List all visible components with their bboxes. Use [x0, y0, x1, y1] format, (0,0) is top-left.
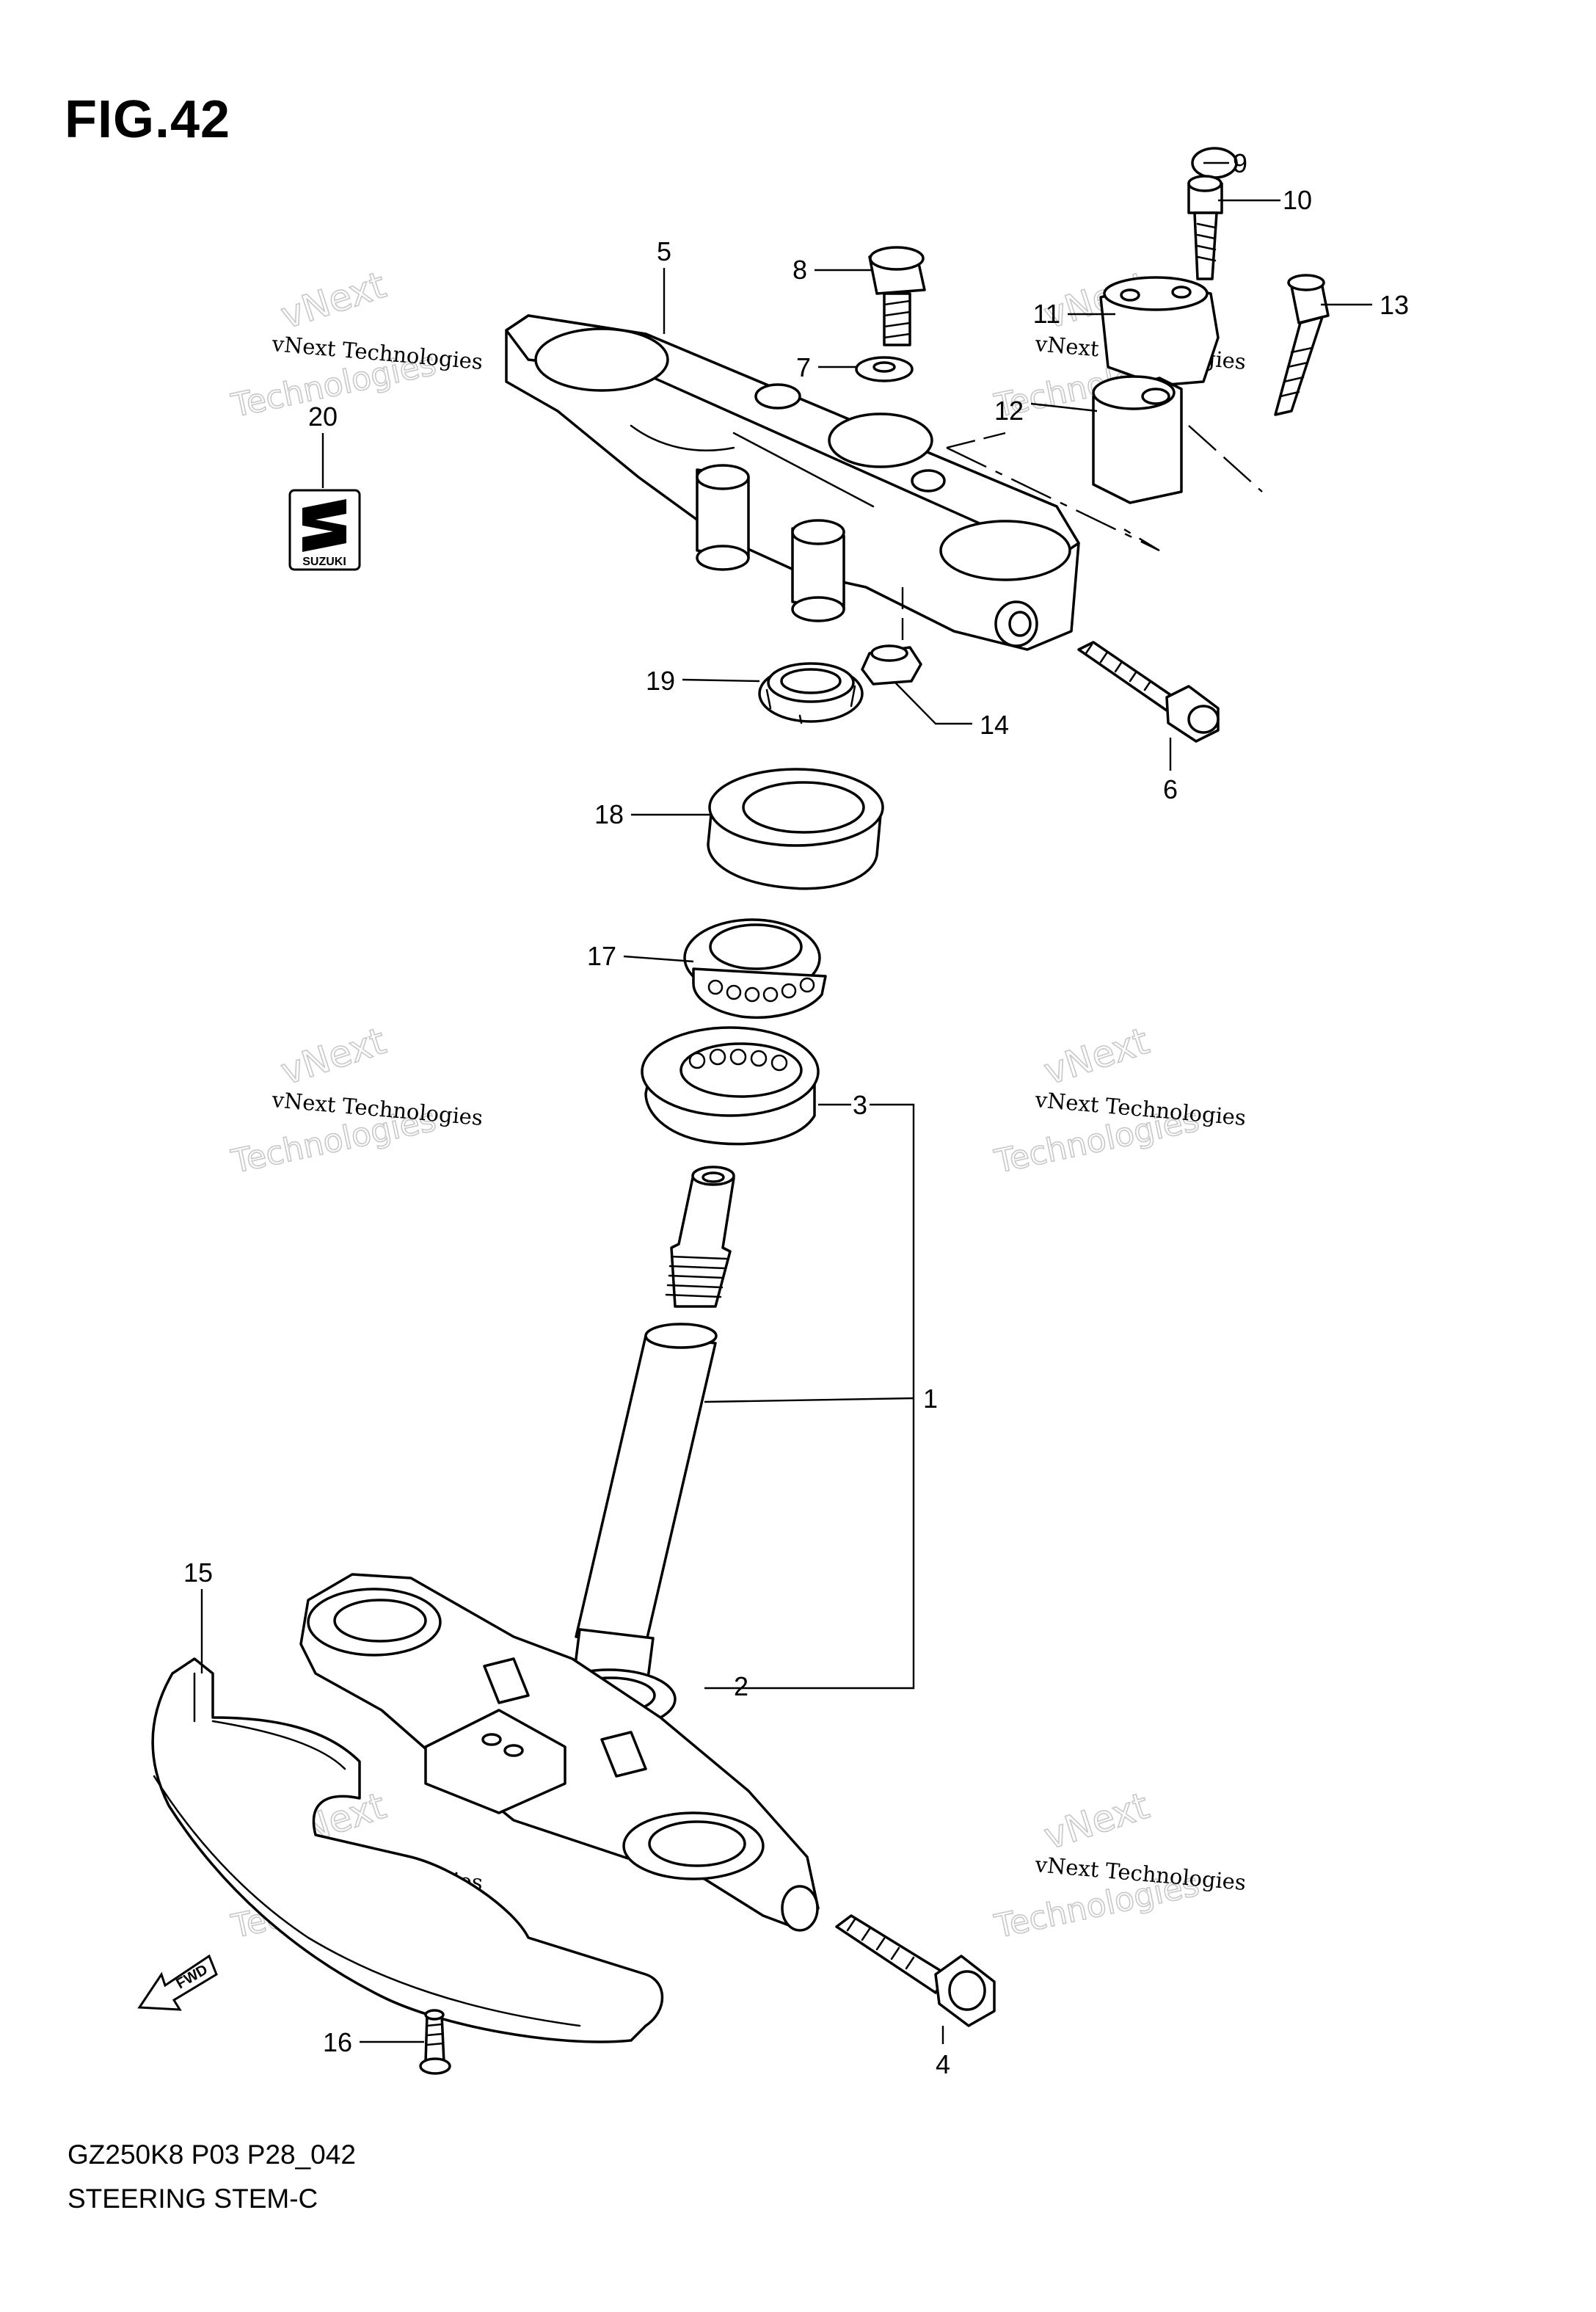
callout-2: 2 — [734, 1671, 748, 1701]
screw-16-part — [419, 2009, 451, 2075]
watermark-4: vNext Technologies vNext Technologies — [991, 1019, 1247, 1181]
callout-11: 11 — [1033, 299, 1060, 329]
holder-upper-part — [1099, 276, 1220, 387]
steering-stem-part — [571, 1166, 735, 1697]
bolt-6-part — [1077, 641, 1220, 743]
upper-bearing-part — [683, 918, 827, 1019]
callout-16: 16 — [323, 2027, 352, 2057]
bolt-10-part — [1187, 175, 1223, 280]
under-guard-part — [151, 1657, 664, 2043]
callout-15: 15 — [183, 1557, 213, 1588]
steering-nut-part — [758, 662, 864, 724]
callout-6: 6 — [1163, 774, 1178, 804]
watermark-3: vNext Technologies vNext Technologies — [227, 1019, 484, 1181]
figure-code: GZ250K8 P03 P28_042 — [68, 2140, 356, 2170]
svg-text:vNext: vNext — [276, 263, 391, 337]
callout-20: 20 — [308, 401, 338, 432]
svg-text:SUZUKI: SUZUKI — [302, 556, 346, 568]
bolt-13-part — [1274, 274, 1330, 416]
leader-lines — [200, 161, 1372, 2044]
figure-name: STEERING STEM-C — [68, 2184, 318, 2214]
callout-1: 1 — [923, 1384, 938, 1414]
callout-8: 8 — [792, 255, 807, 285]
svg-text:vNext: vNext — [276, 1019, 391, 1093]
svg-text:vNext: vNext — [1039, 1784, 1154, 1858]
callout-10: 10 — [1283, 185, 1312, 215]
callout-labels: 5 9 10 8 11 12 13 7 20 19 14 6 18 17 3 1… — [183, 148, 1409, 2079]
watermark-6: vNext Technologies vNext Technologies — [991, 1784, 1247, 1946]
callout-19: 19 — [646, 666, 675, 696]
bolt-8-part — [868, 246, 926, 346]
lower-bracket-part — [299, 1573, 820, 1932]
callout-9: 9 — [1233, 148, 1247, 178]
lower-bearing-part — [641, 1026, 820, 1146]
callout-12: 12 — [994, 396, 1024, 426]
dust-seal-part — [707, 768, 884, 890]
callout-5: 5 — [657, 236, 671, 266]
callout-18: 18 — [594, 799, 624, 829]
watermark-1: vNext Technologies vNext Technologies — [227, 263, 484, 425]
bolt-4-part — [835, 1914, 996, 2027]
figure-title: FIG.42 — [65, 90, 231, 149]
callout-14: 14 — [980, 710, 1009, 740]
upper-bracket-part — [505, 314, 1080, 651]
callout-4: 4 — [936, 2049, 950, 2079]
alignment-lines — [901, 425, 1263, 646]
nut-14-part — [861, 644, 922, 686]
callout-13: 13 — [1380, 290, 1409, 320]
fwd-arrow-icon: FWD — [137, 1954, 218, 2011]
callout-17: 17 — [587, 941, 616, 971]
callout-7: 7 — [796, 352, 811, 382]
holder-lower-part — [1092, 375, 1183, 504]
svg-text:vNext: vNext — [1039, 1019, 1154, 1093]
suzuki-logo: SUZUKI — [288, 489, 361, 571]
callout-3: 3 — [853, 1090, 867, 1120]
washer-7-part — [855, 356, 914, 382]
